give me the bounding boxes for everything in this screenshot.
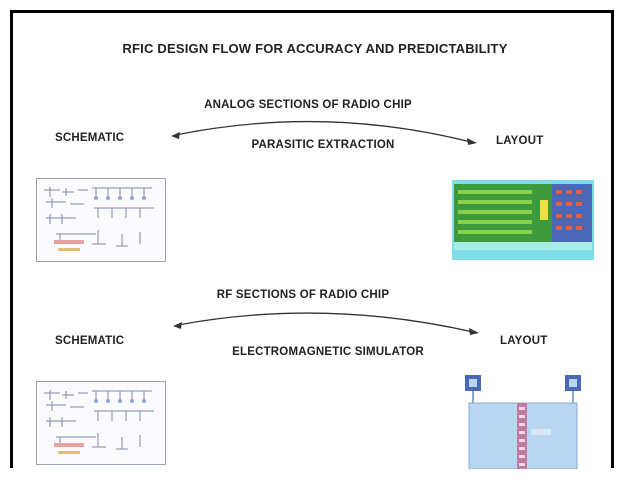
- analog-layout-label: LAYOUT: [496, 135, 544, 147]
- analog-heading: ANALOG SECTIONS OF RADIO CHIP: [204, 99, 412, 111]
- analog-schematic-label: SCHEMATIC: [55, 132, 125, 144]
- rf-arrowhead-left: [173, 322, 182, 329]
- analog-layout-image: [452, 180, 594, 260]
- diagram-title: RFIC DESIGN FLOW FOR ACCURACY AND PREDIC…: [122, 41, 508, 56]
- rf-arrowhead-right: [469, 328, 479, 335]
- analog-flow-arrow: [175, 120, 472, 143]
- analog-arrowhead-right: [467, 138, 477, 145]
- rf-schematic-label: SCHEMATIC: [55, 335, 125, 347]
- analog-arrowhead-left: [171, 132, 180, 139]
- rf-arrow-label: ELECTROMAGNETIC SIMULATOR: [232, 346, 424, 358]
- rf-heading: RF SECTIONS OF RADIO CHIP: [216, 289, 390, 301]
- rf-layout-image: [465, 375, 581, 469]
- diagram-frame: RFIC DESIGN FLOW FOR ACCURACY AND PREDIC…: [10, 10, 614, 469]
- rf-flow-arrow: [177, 312, 474, 333]
- analog-arrow-label: PARASITIC EXTRACTION: [251, 139, 395, 151]
- rf-schematic-image: [36, 381, 166, 465]
- analog-schematic-image: [36, 178, 166, 262]
- rf-layout-label: LAYOUT: [500, 335, 548, 347]
- flow-arrows: [171, 120, 479, 335]
